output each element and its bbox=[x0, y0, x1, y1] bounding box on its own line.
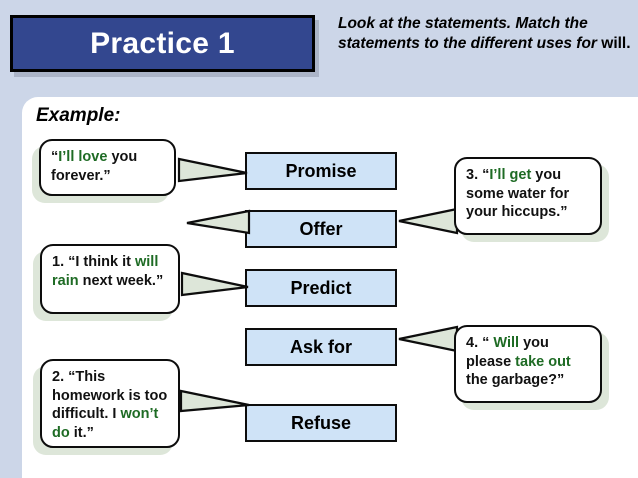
callout-bubble: 1. “I think it will rain next week.” bbox=[40, 244, 180, 314]
category-box-promise[interactable]: Promise bbox=[245, 152, 397, 190]
callout-highlight: I’ll love bbox=[58, 149, 108, 165]
callout-highlight: won’t do bbox=[52, 406, 159, 441]
callout-item-1[interactable]: 1. “I think it will rain next week.” bbox=[33, 244, 180, 321]
callout-highlight: will rain bbox=[52, 254, 159, 289]
callout-text-part: “ bbox=[51, 149, 59, 165]
pointer-tail-item-1 bbox=[180, 271, 249, 297]
callout-item-4[interactable]: 4. “ Will you please take out the garbag… bbox=[454, 325, 609, 410]
callout-bubble: 3. “I’ll get you some water for your hic… bbox=[454, 157, 602, 235]
callout-text-part: 3. “ bbox=[466, 167, 490, 183]
pointer-tail-offer bbox=[398, 207, 459, 235]
category-box-ask-for[interactable]: Ask for bbox=[245, 328, 397, 366]
pointer-tail-example bbox=[177, 157, 248, 183]
category-label: Predict bbox=[290, 277, 352, 298]
example-label: Example: bbox=[36, 105, 121, 126]
pointer-tail-ask-for bbox=[398, 325, 459, 353]
instruction-text: Look at the statements. Match the statem… bbox=[338, 14, 634, 54]
category-box-refuse[interactable]: Refuse bbox=[245, 404, 397, 442]
callout-bubble: 2. “This homework is too difficult. I wo… bbox=[40, 359, 180, 448]
content-panel: Example: Promise Offer Predict Ask for R… bbox=[22, 97, 638, 478]
callout-text-part: you please bbox=[466, 335, 549, 370]
title-banner: Practice 1 bbox=[10, 15, 315, 72]
callout-text-part: you some water for your hiccups.” bbox=[466, 167, 570, 221]
callout-text-part: 2. “This homework is too difficult. I bbox=[52, 369, 168, 423]
callout-example[interactable]: “I’ll love you forever.” bbox=[32, 139, 176, 203]
category-label: Promise bbox=[285, 160, 357, 181]
pointer-tail-item-2 bbox=[179, 389, 250, 413]
category-label: Offer bbox=[299, 218, 343, 239]
category-box-offer[interactable]: Offer bbox=[245, 210, 397, 248]
callout-item-3[interactable]: 3. “I’ll get you some water for your hic… bbox=[454, 157, 609, 242]
callout-bubble: 4. “ Will you please take out the garbag… bbox=[454, 325, 602, 403]
callout-bubble: “I’ll love you forever.” bbox=[39, 139, 176, 196]
callout-text-part: next week.” bbox=[78, 272, 164, 289]
callout-text-part: 4. “ bbox=[466, 335, 494, 351]
page-title: Practice 1 bbox=[90, 26, 235, 60]
category-box-predict[interactable]: Predict bbox=[245, 269, 397, 307]
pointer-tail-item-3 bbox=[186, 209, 251, 235]
instruction-italic-part: Look at the statements. Match the statem… bbox=[338, 15, 602, 53]
callout-text-part: 1. “I think it bbox=[52, 254, 135, 270]
instruction-keyword: will. bbox=[601, 35, 631, 53]
callout-highlight: take out bbox=[515, 353, 571, 370]
callout-item-2[interactable]: 2. “This homework is too difficult. I wo… bbox=[33, 359, 180, 455]
category-label: Refuse bbox=[290, 412, 352, 433]
callout-text-part: it.” bbox=[69, 424, 94, 441]
callout-text-part: you forever.” bbox=[51, 149, 138, 184]
category-label: Ask for bbox=[289, 336, 352, 357]
callout-highlight: I’ll get bbox=[489, 167, 532, 183]
callout-text-part: the garbage?” bbox=[466, 372, 565, 389]
callout-highlight: Will bbox=[493, 335, 520, 351]
